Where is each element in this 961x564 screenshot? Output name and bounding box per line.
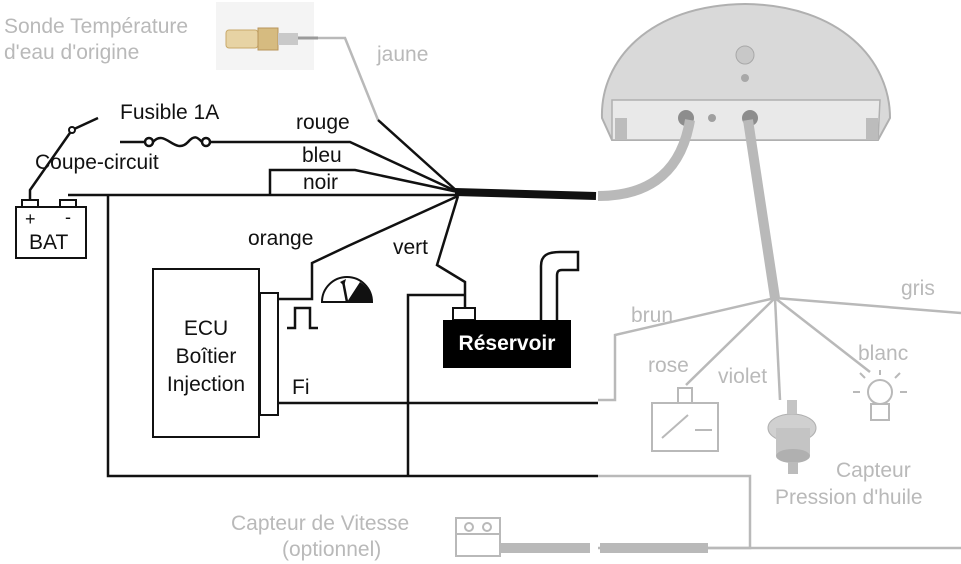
bat-label: BAT xyxy=(29,231,69,254)
speed-sensor-icon xyxy=(455,517,501,557)
brun-label: brun xyxy=(631,304,674,327)
pulse-icon xyxy=(287,306,318,330)
ecu-label-line2: Boîtier xyxy=(175,345,237,368)
blanc-label: blanc xyxy=(858,342,909,365)
capteur-pression-line2: Pression d'huile xyxy=(775,486,923,509)
violet-label: violet xyxy=(718,365,768,388)
ecu-label-line3: Injection xyxy=(166,373,246,396)
active-wiring xyxy=(28,116,598,478)
relay-icon xyxy=(651,387,719,452)
reservoir-terminal xyxy=(452,307,476,321)
vert-label: vert xyxy=(393,236,429,259)
reservoir: Réservoir xyxy=(443,320,571,368)
fi-label: Fi xyxy=(292,376,310,399)
lamp-icon xyxy=(853,370,907,421)
inactive-wiring xyxy=(318,36,961,553)
capteur-pression-line1: Capteur xyxy=(836,459,911,482)
sonde-label-line2: d'eau d'origine xyxy=(4,41,140,64)
noir-label: noir xyxy=(303,171,339,194)
bat-minus-label: - xyxy=(65,207,71,227)
jaune-label: jaune xyxy=(377,43,429,66)
coupe-circuit-label: Coupe-circuit xyxy=(35,151,159,174)
orange-label: orange xyxy=(248,227,314,250)
bleu-label: bleu xyxy=(302,144,342,167)
fusible-label: Fusible 1A xyxy=(120,101,220,124)
capteur-vitesse-line2: (optionnel) xyxy=(282,538,382,561)
rouge-label: rouge xyxy=(296,111,350,134)
ecu-connector xyxy=(259,292,279,416)
sonde-label-line1: Sonde Température xyxy=(4,15,189,38)
switch-icon xyxy=(68,126,76,134)
bat-plus-label: + xyxy=(25,209,36,229)
temperature-probe-icon xyxy=(216,2,318,70)
pressure-sensor-icon xyxy=(767,400,817,474)
gris-label: gris xyxy=(901,277,935,300)
rose-label: rose xyxy=(648,354,689,377)
reservoir-tube xyxy=(539,250,580,320)
ecu-label-line1: ECU xyxy=(183,317,229,340)
capteur-vitesse-line1: Capteur de Vitesse xyxy=(231,512,410,535)
ecu-box: ECU Boîtier Injection xyxy=(152,268,260,438)
reservoir-label: Réservoir xyxy=(458,332,556,355)
gauge-icon xyxy=(320,276,374,303)
battery: + - BAT xyxy=(15,206,87,259)
fuse-icon xyxy=(143,136,212,148)
gauge-body xyxy=(600,2,892,141)
